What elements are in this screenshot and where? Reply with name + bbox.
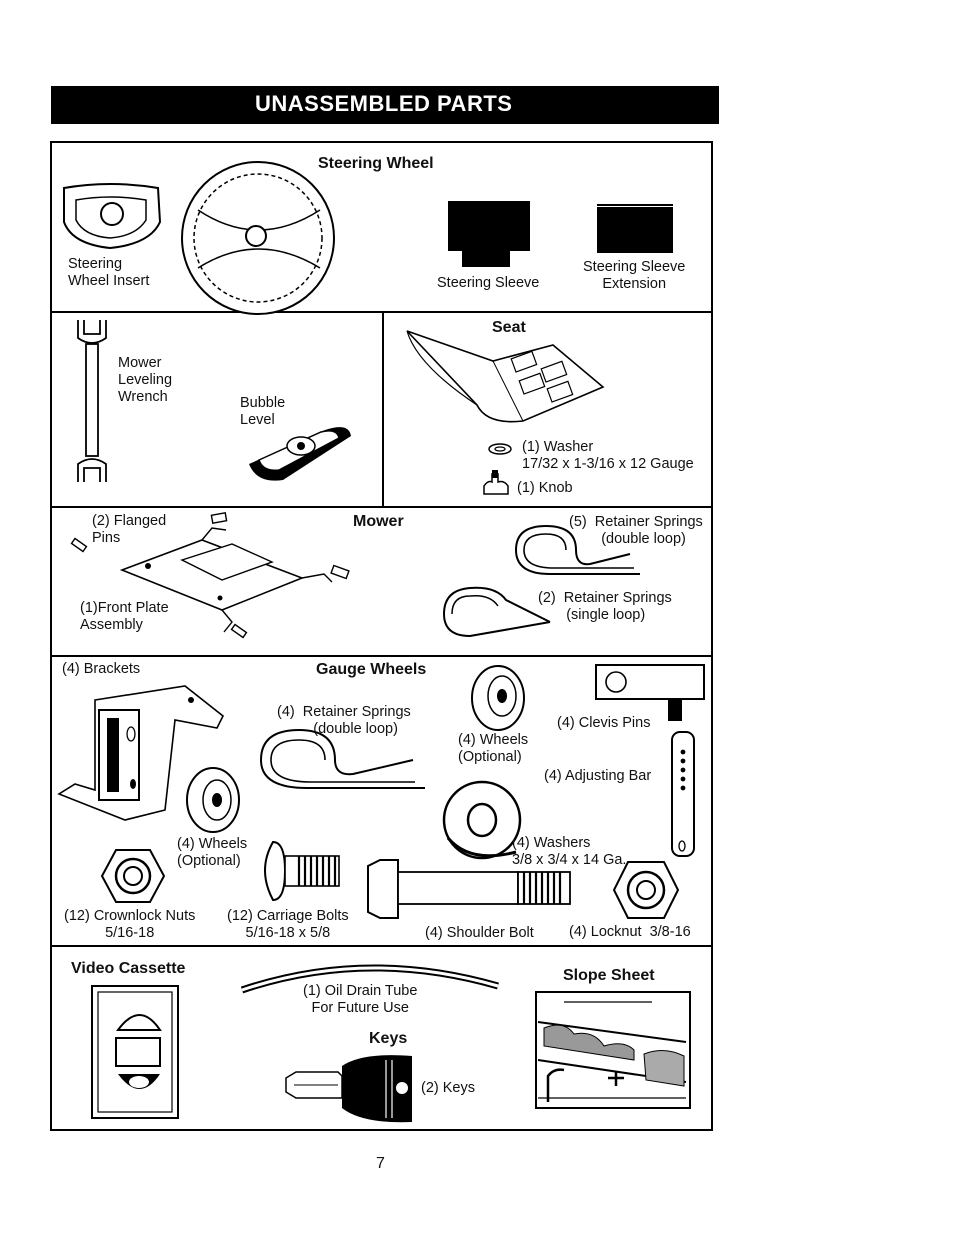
wheel-left-illustration bbox=[186, 767, 240, 833]
header-banner: UNASSEMBLED PARTS bbox=[51, 86, 719, 124]
single-loop-spring-illustration bbox=[442, 586, 551, 638]
steering-sleeve-label: Steering Sleeve bbox=[437, 275, 540, 291]
seat-title: Seat bbox=[492, 319, 526, 336]
front-plate-label: (1)Front Plate Assembly bbox=[80, 600, 169, 633]
carriage-bolt-illustration bbox=[264, 840, 340, 902]
bubble-level-label: Bubble Level bbox=[240, 395, 286, 428]
seat-illustration bbox=[406, 330, 605, 423]
divider-2 bbox=[50, 506, 713, 508]
slope-sheet-illustration bbox=[535, 991, 691, 1109]
knob-icon bbox=[483, 470, 509, 495]
steering-insert-illustration bbox=[63, 183, 162, 250]
gauge-wheels-title: Gauge Wheels bbox=[316, 661, 427, 678]
page-number: 7 bbox=[376, 1155, 385, 1172]
steering-wheel-title: Steering Wheel bbox=[318, 155, 434, 172]
divider-v bbox=[382, 311, 384, 507]
shoulder-bolt-label: (4) Shoulder Bolt bbox=[425, 925, 534, 941]
washer-label: (1) Washer 17/32 x 1-3/16 x 12 Gauge bbox=[522, 439, 694, 472]
carriage-bolts-label: (12) Carriage Bolts 5/16-18 x 5/8 bbox=[227, 908, 349, 941]
shoulder-bolt-illustration bbox=[367, 859, 571, 919]
flanged-pins-label: (2) Flanged Pins bbox=[92, 513, 167, 546]
washer-large-illustration bbox=[442, 780, 522, 860]
brackets-label: (4) Brackets bbox=[62, 661, 141, 677]
adjusting-bar-label: (4) Adjusting Bar bbox=[544, 768, 652, 784]
gauge-springs-label: (4) Retainer Springs (double loop) bbox=[277, 704, 411, 737]
clevis-pins-label: (4) Clevis Pins bbox=[557, 715, 651, 731]
locknut-label: (4) Locknut 3/8-16 bbox=[569, 924, 691, 940]
bracket-illustration bbox=[57, 685, 225, 821]
video-cassette-illustration bbox=[91, 985, 179, 1119]
page-title: UNASSEMBLED PARTS bbox=[255, 91, 513, 116]
washers-label: (4) Washers 3/8 x 3/4 x 14 Ga. bbox=[512, 835, 627, 868]
double-loop-spring-illustration bbox=[514, 524, 640, 575]
video-cassette-title: Video Cassette bbox=[71, 960, 186, 977]
steering-extension-label: Steering Sleeve Extension bbox=[583, 259, 686, 292]
divider-4 bbox=[50, 945, 713, 947]
steering-extension-illustration bbox=[597, 204, 673, 253]
keys-label: (2) Keys bbox=[421, 1080, 475, 1096]
wheels-top-label: (4) Wheels (Optional) bbox=[458, 732, 529, 765]
clevis-pin-illustration bbox=[595, 664, 705, 721]
wheels-left-label: (4) Wheels (Optional) bbox=[177, 836, 248, 869]
spring-double-label: (5) Retainer Springs (double loop) bbox=[569, 514, 703, 547]
parts-frame bbox=[50, 141, 713, 1131]
knob-label: (1) Knob bbox=[517, 480, 573, 496]
wrench-illustration bbox=[77, 320, 107, 482]
key-illustration bbox=[285, 1055, 412, 1123]
wrench-label: Mower Leveling Wrench bbox=[118, 355, 173, 405]
washer-icon bbox=[488, 443, 512, 455]
crownlock-nut-illustration bbox=[100, 849, 166, 903]
bubble-level-illustration bbox=[249, 427, 351, 481]
crownlock-nuts-label: (12) Crownlock Nuts 5/16-18 bbox=[64, 908, 196, 941]
adjusting-bar-illustration bbox=[671, 731, 695, 857]
mower-title: Mower bbox=[353, 513, 404, 530]
divider-1 bbox=[50, 311, 713, 313]
gauge-spring-illustration bbox=[259, 728, 425, 789]
front-plate-illustration bbox=[70, 512, 350, 639]
divider-3 bbox=[50, 655, 713, 657]
keys-title: Keys bbox=[369, 1030, 408, 1047]
steering-insert-label: Steering Wheel Insert bbox=[68, 256, 150, 289]
wheel-top-illustration bbox=[471, 665, 525, 731]
slope-sheet-title: Slope Sheet bbox=[563, 967, 655, 984]
steering-sleeve-illustration bbox=[448, 201, 530, 267]
spring-single-label: (2) Retainer Springs (single loop) bbox=[538, 590, 672, 623]
oil-drain-tube-illustration bbox=[240, 964, 499, 994]
oil-drain-tube-label: (1) Oil Drain Tube For Future Use bbox=[303, 983, 418, 1016]
steering-wheel-illustration bbox=[181, 161, 335, 315]
locknut-illustration bbox=[612, 861, 680, 919]
